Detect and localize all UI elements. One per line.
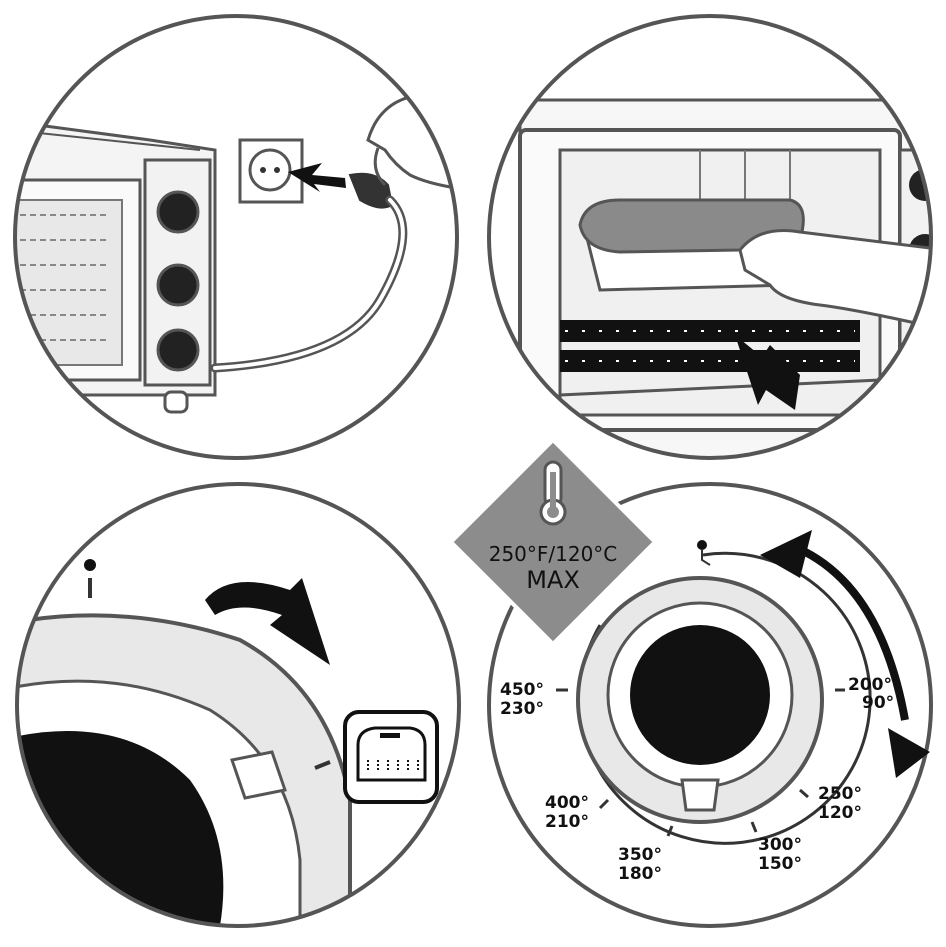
off-dot-icon xyxy=(84,559,96,571)
dial-mark-450-f: 450° xyxy=(500,680,544,700)
knob-pointer xyxy=(680,778,720,812)
max-temperature-badge: 250°F/120°C MAX xyxy=(448,437,658,647)
power-cord xyxy=(210,195,408,373)
power-outlet-icon xyxy=(238,138,304,204)
toast-mode-icon xyxy=(343,710,439,804)
dial-labels: 200° 90° 250° 120° 300° 150° 350° 180° 4… xyxy=(500,675,894,884)
dial-mark-230-c: 230° xyxy=(500,699,544,719)
dial-mark-200-f: 200° xyxy=(848,675,892,695)
dial-ticks xyxy=(556,688,845,837)
insert-arrow-icon xyxy=(288,163,346,192)
panel-frame xyxy=(13,14,459,460)
dial-mark-350-f: 350° xyxy=(618,845,662,865)
baking-tray xyxy=(578,198,805,292)
badge-max-label: MAX xyxy=(526,566,580,594)
plug-in-panel xyxy=(13,14,459,460)
knob-center xyxy=(630,625,770,765)
panel-frame xyxy=(487,14,933,460)
hand-pushing-tray xyxy=(738,228,931,332)
rotate-arrow-icon xyxy=(788,541,909,721)
dial-mark-400-f: 400° xyxy=(545,793,589,813)
dial-mark-210-c: 210° xyxy=(545,812,589,832)
dial-mark-150-c: 150° xyxy=(758,854,802,874)
dial-mark-120-c: 120° xyxy=(818,803,862,823)
off-dot-icon xyxy=(697,540,707,550)
thermometer-icon xyxy=(539,460,567,526)
push-arrow-icon xyxy=(735,335,800,410)
badge-temperature-label: 250°F/120°C xyxy=(489,542,618,566)
dial-mark-300-f: 300° xyxy=(758,835,802,855)
oven-side-view xyxy=(15,118,217,414)
dial-mark-250-f: 250° xyxy=(818,784,862,804)
rotate-arrow-icon xyxy=(205,578,330,665)
dial-mark-90-c: 90° xyxy=(862,693,894,713)
turn-knob-panel xyxy=(15,482,461,928)
insert-tray-panel xyxy=(487,14,933,460)
dial-mark-180-c: 180° xyxy=(618,864,662,884)
knob-pointer xyxy=(230,750,287,800)
panel-frame xyxy=(15,482,461,928)
